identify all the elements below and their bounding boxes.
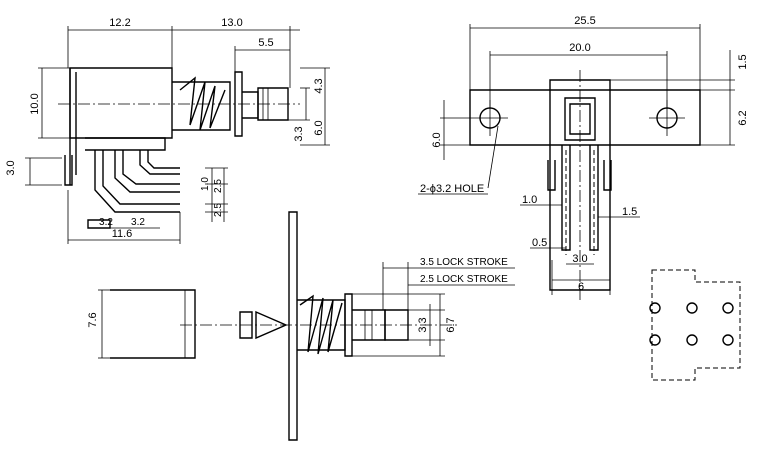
lock-stroke-3-5: 3.5 LOCK STROKE bbox=[420, 257, 508, 268]
dim-12-2: 12.2 bbox=[109, 17, 130, 29]
dim-0-5: 0.5 bbox=[532, 237, 547, 249]
dim-1-0-front: 1.0 bbox=[522, 194, 537, 206]
stroke-knob bbox=[239, 311, 253, 339]
dim-13-0: 13.0 bbox=[221, 17, 242, 29]
hole-note: 2-ϕ3.2 HOLE bbox=[420, 183, 484, 195]
dim-7-6: 7.6 bbox=[87, 312, 99, 327]
pin-3 bbox=[722, 302, 734, 314]
dim-3-0: 3.0 bbox=[5, 160, 17, 175]
stroke-spring bbox=[299, 294, 343, 355]
pin-2 bbox=[686, 302, 698, 314]
dim-11-6: 11.6 bbox=[112, 228, 133, 240]
pin-4 bbox=[649, 334, 661, 346]
side-pin-1 bbox=[94, 150, 180, 213]
dim-1-5-b: 1.5 bbox=[622, 206, 637, 218]
dim-3-3: 3.3 bbox=[293, 126, 305, 141]
side-pin-3 bbox=[139, 150, 180, 175]
pin-1 bbox=[649, 302, 661, 314]
dim-20-0: 20.0 bbox=[569, 42, 590, 54]
dim-3-0-front: 3.0 bbox=[572, 253, 587, 265]
pin-6 bbox=[722, 334, 734, 346]
side-view: 12.2 13.0 5.5 10.0 4.3 3.3 6.0 3.0 1.0 2… bbox=[5, 17, 330, 244]
dim-2-5-a: 2.5 bbox=[213, 179, 224, 193]
stroke-view: 3.5 LOCK STROKE 2.5 LOCK STROKE 7.6 3.3 … bbox=[87, 211, 515, 441]
lock-stroke-2-5: 2.5 LOCK STROKE bbox=[420, 274, 508, 285]
hole-leader bbox=[487, 125, 499, 189]
dim-10-0: 10.0 bbox=[29, 93, 41, 114]
dim-3-2-b: 3.2 bbox=[131, 217, 145, 228]
side-flange bbox=[234, 71, 243, 137]
dim-3-2-a: 3.2 bbox=[99, 217, 113, 228]
panel-plate bbox=[288, 211, 298, 441]
dim-1-5-a: 1.5 bbox=[737, 54, 749, 69]
side-base bbox=[85, 137, 166, 151]
pin-layout-outline bbox=[651, 269, 741, 381]
dim-6-0-front: 6.0 bbox=[431, 132, 443, 147]
side-pin-2 bbox=[114, 150, 180, 193]
front-view: 25.5 20.0 1.5 6.2 6.0 2-ϕ3.2 HOLE 1.0 1.… bbox=[418, 15, 749, 300]
dim-5-5: 5.5 bbox=[258, 37, 273, 49]
pin-layout bbox=[649, 269, 741, 381]
side-left-tab bbox=[64, 155, 73, 186]
dim-1-0: 1.0 bbox=[200, 177, 211, 191]
dim-2-5-b: 2.5 bbox=[213, 203, 224, 217]
dim-6: 6 bbox=[578, 281, 584, 293]
dim-3-3-stroke: 3.3 bbox=[417, 317, 429, 332]
side-stem-neck bbox=[242, 91, 259, 119]
stroke-body-left bbox=[110, 289, 196, 359]
side-spring bbox=[179, 76, 226, 131]
dim-6-0: 6.0 bbox=[313, 120, 325, 135]
dim-6-7: 6.7 bbox=[445, 317, 457, 332]
side-housing bbox=[69, 67, 173, 139]
dim-4-3: 4.3 bbox=[313, 78, 325, 93]
dim-6-2: 6.2 bbox=[737, 110, 749, 125]
side-cap bbox=[172, 81, 231, 131]
pin-5 bbox=[686, 334, 698, 346]
dim-25-5: 25.5 bbox=[574, 15, 595, 27]
front-stem bbox=[564, 97, 596, 141]
